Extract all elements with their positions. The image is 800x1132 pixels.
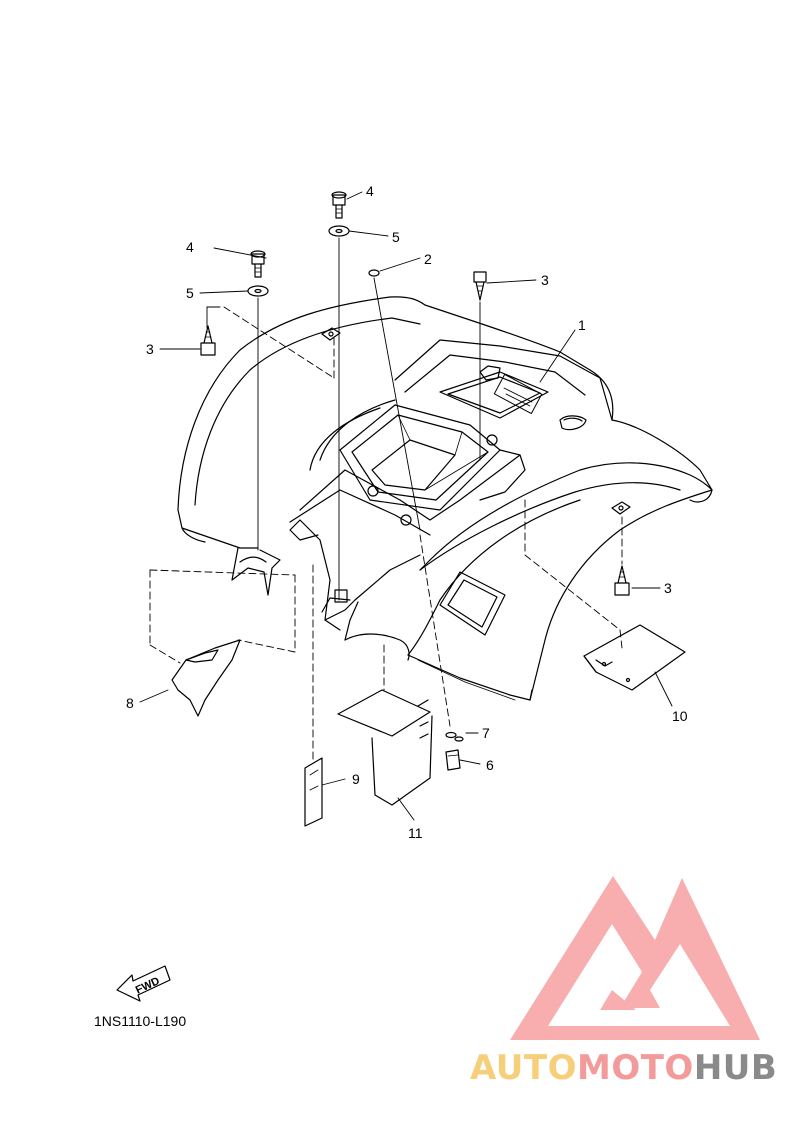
screw-3-right-top — [473, 271, 487, 301]
callout-9: 9 — [352, 771, 360, 787]
callout-10: 10 — [672, 708, 688, 724]
automotohub-watermark: AUTOMOTOHUB — [470, 1046, 800, 1090]
triangle-m-logo-icon — [510, 876, 760, 1040]
callout-3: 3 — [541, 272, 549, 288]
bolt-4-top — [331, 191, 347, 219]
seal-strip-9 — [304, 757, 323, 827]
washer-7 — [445, 731, 464, 742]
screw-3-right-bottom — [614, 565, 630, 596]
fender-mount-tab — [321, 327, 341, 341]
mud-guard-8 — [171, 639, 241, 717]
callout-4: 4 — [186, 239, 194, 255]
callout-2: 2 — [424, 251, 432, 267]
guard-plate-10 — [583, 624, 686, 691]
cap-2 — [368, 269, 380, 277]
callout-11: 11 — [408, 825, 423, 841]
callout-4: 4 — [366, 183, 374, 199]
callout-5: 5 — [186, 285, 194, 301]
callout-1: 1 — [578, 317, 586, 333]
screw-3-left — [200, 325, 216, 356]
dashed-reference-lines — [149, 306, 623, 761]
washer-5-left — [247, 285, 269, 297]
watermark-moto: MOTO — [576, 1048, 694, 1088]
diagram-code: 1NS1110-L190 — [94, 1013, 186, 1029]
callout-8: 8 — [126, 695, 134, 711]
bolt-4-left — [250, 250, 266, 278]
callout-7: 7 — [482, 725, 490, 741]
fender-mount-tab — [611, 501, 631, 515]
washer-5-top — [328, 225, 350, 237]
clip-6 — [445, 749, 461, 771]
inner-flap-11 — [337, 689, 433, 806]
callout-3: 3 — [664, 580, 672, 596]
fwd-arrow-icon — [116, 965, 171, 1002]
watermark-hub: HUB — [693, 1048, 778, 1088]
callout-6: 6 — [486, 757, 494, 773]
callout-3: 3 — [146, 341, 154, 357]
watermark-auto: AUTO — [470, 1048, 577, 1088]
callout-5: 5 — [392, 229, 400, 245]
rear-fender-body — [177, 296, 713, 701]
leader-lines — [139, 191, 673, 821]
